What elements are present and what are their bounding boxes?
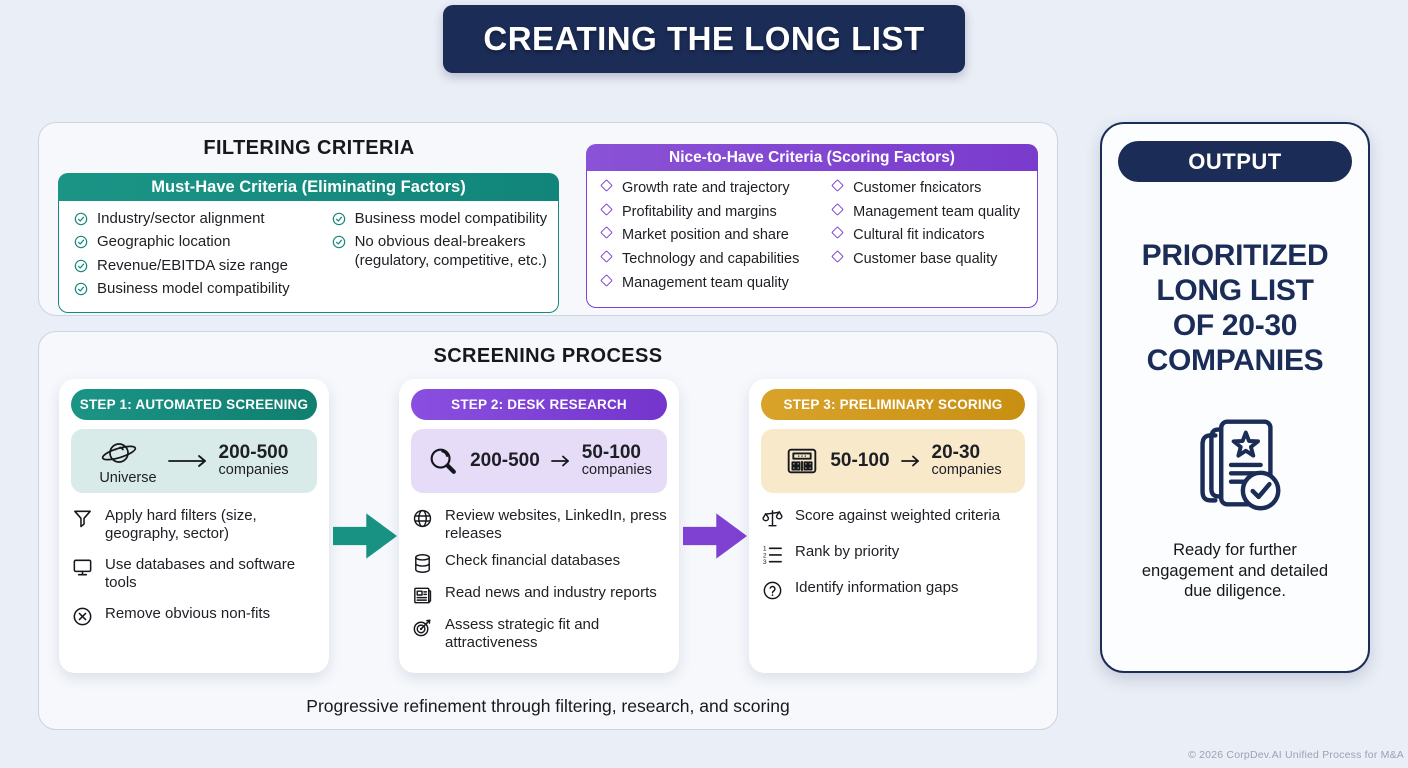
database-icon — [411, 552, 434, 575]
list-item: Customer fnɛicators — [831, 179, 1029, 198]
list-item: Business model compatibility — [73, 280, 331, 298]
step-3-flow-box: 50-100 20-30 companies — [761, 429, 1025, 493]
filtering-heading: FILTERING CRITERIA — [203, 137, 415, 159]
list-item: Management team quality — [600, 273, 832, 293]
step-2-card: STEP 2: DESK RESEARCH 200-500 50-100 com… — [399, 379, 679, 673]
list-item: Check financial databases — [411, 552, 667, 575]
newspaper-icon — [411, 584, 434, 607]
screening-heading: SCREENING PROCESS — [433, 345, 663, 367]
check-circle-icon — [73, 234, 89, 250]
output-caption: Ready for further engagement and detaile… — [1141, 541, 1329, 601]
diamond-bullet-icon — [831, 250, 844, 263]
check-circle-icon — [73, 258, 89, 274]
step-1-pill: STEP 1: AUTOMATED SCREENING — [71, 389, 317, 420]
flow-result: 50-100 companies — [581, 442, 652, 479]
flow-from-value: 50-100 — [830, 450, 890, 471]
output-headline: PRIORITIZED LONG LIST OF 20-30 COMPANIES — [1141, 239, 1329, 377]
flow-result: 200-500 companies — [218, 442, 289, 479]
output-pill: OUTPUT — [1118, 141, 1352, 182]
must-have-right-column: Business model compatibility No obvious … — [331, 210, 550, 303]
list-item: Score against weighted criteria — [761, 507, 1025, 530]
flow-from-label: Universe — [99, 469, 157, 486]
check-circle-icon — [331, 234, 347, 250]
svg-text:3: 3 — [763, 559, 767, 566]
circle-x-icon — [71, 605, 94, 628]
list-item: Cultural fit indicators — [831, 226, 1029, 245]
list-item: Geographic location — [73, 233, 331, 251]
funnel-icon — [71, 507, 94, 530]
process-arrow-icon — [333, 513, 397, 559]
diamond-bullet-icon — [831, 226, 844, 240]
list-item: Revenue/EBITDA size range — [73, 257, 331, 275]
filtering-criteria-panel: FILTERING CRITERIA Must-Have Criteria (E… — [38, 122, 1058, 316]
list-item: No obvious deal-breakers (regulatory, co… — [331, 233, 550, 270]
list-item: Industry/sector alignment — [73, 210, 331, 228]
magnifier-icon — [426, 444, 460, 478]
page-title: CREATING THE LONG LIST — [483, 20, 925, 57]
list-item: Remove obvious non-fits — [71, 605, 317, 628]
list-item: Use databases and software tools — [71, 556, 317, 592]
list-item: Business model compatibility — [331, 210, 550, 228]
monitor-icon — [71, 556, 94, 579]
document-star-check-icon — [1176, 404, 1294, 522]
diamond-bullet-icon — [600, 179, 613, 192]
svg-text:1: 1 — [763, 546, 767, 553]
diamond-bullet-icon — [600, 250, 613, 263]
must-have-criteria-box: Must-Have Criteria (Eliminating Factors)… — [58, 173, 559, 314]
check-circle-icon — [73, 281, 89, 297]
calculator-icon — [784, 445, 820, 477]
arrow-right-icon — [167, 454, 209, 468]
list-item: Identify information gaps — [761, 579, 1025, 602]
arrow-right-icon — [550, 454, 572, 468]
step-3-pill: STEP 3: PRELIMINARY SCORING — [761, 389, 1025, 420]
list-item: Management team quality — [831, 202, 1029, 222]
process-arrow-icon — [683, 513, 747, 559]
must-have-header: Must-Have Criteria (Eliminating Factors) — [58, 173, 559, 201]
step-1-flow-box: Universe 200-500 companies — [71, 429, 317, 493]
list-item: Apply hard filters (size, geography, sec… — [71, 507, 317, 543]
question-circle-icon — [761, 579, 784, 602]
list-item: Assess strategic fit and attractiveness — [411, 616, 667, 652]
output-panel: OUTPUT PRIORITIZED LONG LIST OF 20-30 CO… — [1100, 122, 1370, 673]
copyright-text: © 2026 CorpDev.AI Unified Process for M&… — [1188, 749, 1404, 761]
step-2-flow-box: 200-500 50-100 companies — [411, 429, 667, 493]
list-item: Profitability and margins — [600, 202, 832, 222]
step-3-card: STEP 3: PRELIMINARY SCORING 50-100 20-30… — [749, 379, 1037, 673]
step-2-pill: STEP 2: DESK RESEARCH — [411, 389, 667, 420]
title-banner: CREATING THE LONG LIST — [443, 5, 965, 73]
diamond-bullet-icon — [600, 226, 613, 240]
svg-text:2: 2 — [763, 552, 767, 559]
screening-caption: Progressive refinement through filtering… — [306, 696, 790, 716]
flow-result: 20-30 companies — [931, 442, 1002, 479]
list-item: Read news and industry reports — [411, 584, 667, 607]
balance-scale-icon — [761, 507, 784, 530]
nice-to-have-left-column: Growth rate and trajectory Profitability… — [600, 179, 832, 298]
diamond-bullet-icon — [600, 273, 613, 287]
list-item: Customer base quality — [831, 250, 1029, 269]
arrow-right-icon — [900, 454, 922, 468]
list-item: Market position and share — [600, 226, 832, 245]
screening-process-panel: SCREENING PROCESS STEP 1: AUTOMATED SCRE… — [38, 331, 1058, 730]
diamond-bullet-icon — [831, 202, 844, 216]
diamond-bullet-icon — [600, 202, 613, 216]
planet-icon — [99, 437, 156, 469]
nice-to-have-criteria-box: Nice-to-Have Criteria (Scoring Factors) … — [586, 144, 1038, 309]
globe-icon — [411, 507, 434, 530]
nice-to-have-right-column: Customer fnɛicators Management team qual… — [831, 179, 1029, 298]
step-1-card: STEP 1: AUTOMATED SCREENING Universe 200… — [59, 379, 329, 673]
list-item: Review websites, LinkedIn, press release… — [411, 507, 667, 543]
check-circle-icon — [331, 211, 347, 227]
nice-to-have-header: Nice-to-Have Criteria (Scoring Factors) — [586, 144, 1038, 171]
list-item: Technology and capabilities — [600, 250, 832, 269]
target-icon — [411, 616, 434, 639]
check-circle-icon — [73, 211, 89, 227]
flow-from-value: 200-500 — [470, 450, 540, 471]
list-item: Growth rate and trajectory — [600, 179, 832, 198]
diamond-bullet-icon — [831, 179, 844, 192]
must-have-left-column: Industry/sector alignment Geographic loc… — [73, 210, 331, 303]
